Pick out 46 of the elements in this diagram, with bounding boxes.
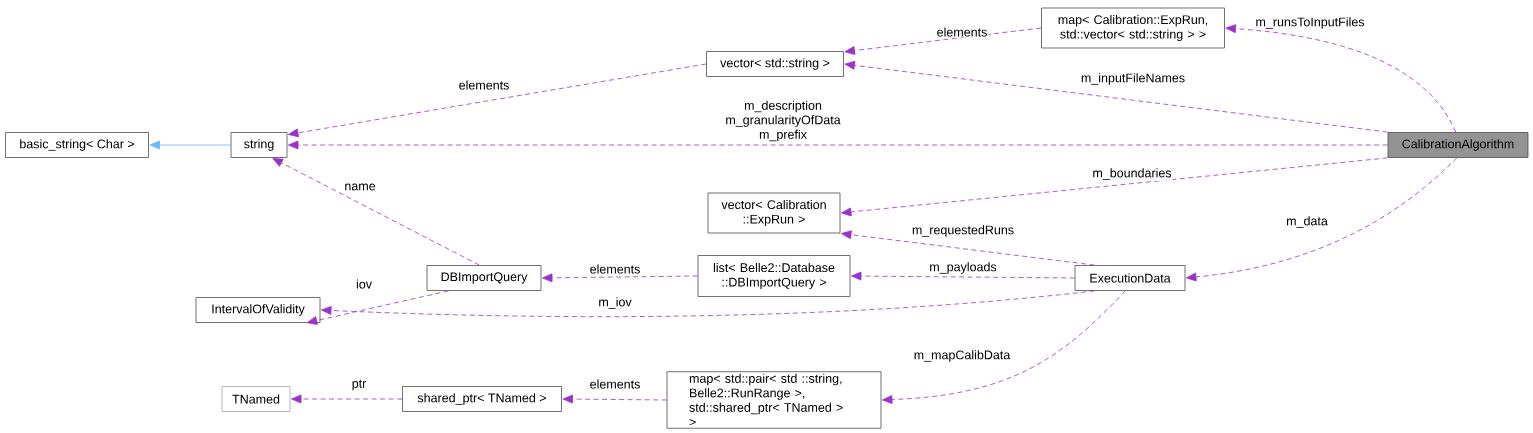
arrow [851,271,1075,281]
arrow [1186,157,1458,282]
edge-label: m_requestedRuns [910,224,1016,238]
arrow [882,290,1126,404]
arrow [844,60,1388,133]
class-box: map< Calibration::ExpRun, std::vector< std::string > > [1041,7,1225,49]
edge-label: iov [355,278,373,290]
edge-label: m_mapCalibData [912,349,1012,363]
edge-label: m_inputFileNames [1079,72,1187,86]
arrow [149,140,231,150]
class-box: list< Belle2::Database ::DBImportQuery > [697,255,851,297]
class-box: shared_ptr< TNamed > [402,386,562,412]
class-box: DBImportQuery [426,265,542,291]
edge-label: ptr [350,378,368,392]
edge-label: elements [588,378,642,390]
arrow [841,230,1095,266]
arrow [562,394,667,404]
class-box: CalibrationAlgorithm [1387,132,1529,158]
edge-label: name [343,182,377,192]
edge-label: m_iov [597,296,633,310]
class-box: IntervalOfValidity [195,297,321,323]
edge-label: m_data [1285,215,1329,229]
class-box: string [230,132,288,158]
class-box: TNamed [221,386,291,412]
class-box: map< std::pair< std ::string, Belle2::RunRange >, std::shared_ptr< TNamed > > [666,371,882,429]
class-box: vector< Calibration ::ExpRun > [707,192,841,234]
arrow [321,290,1095,318]
edge-label: elements [457,79,511,91]
arrow [1225,24,1457,133]
arrow [844,27,1042,55]
class-box: ExecutionData [1074,265,1186,291]
arrow [291,394,403,404]
arrow [841,157,1388,217]
edge-label: elements [935,26,989,38]
class-box: vector< std::string > [706,51,844,77]
arrow [288,140,1388,150]
arrow [272,158,480,266]
class-box: basic_string< Char > [5,132,149,158]
edge-label: elements [588,263,642,275]
edge-label: m_payloads [928,261,998,275]
arrow [306,290,449,325]
edge-label: m_runsToInputFiles [1254,16,1366,30]
arrow [542,273,698,283]
edge-label: m_boundaries [1091,167,1173,181]
arrow [288,63,707,138]
edge-label: m_description m_granularityOfData m_prefix [723,99,843,143]
